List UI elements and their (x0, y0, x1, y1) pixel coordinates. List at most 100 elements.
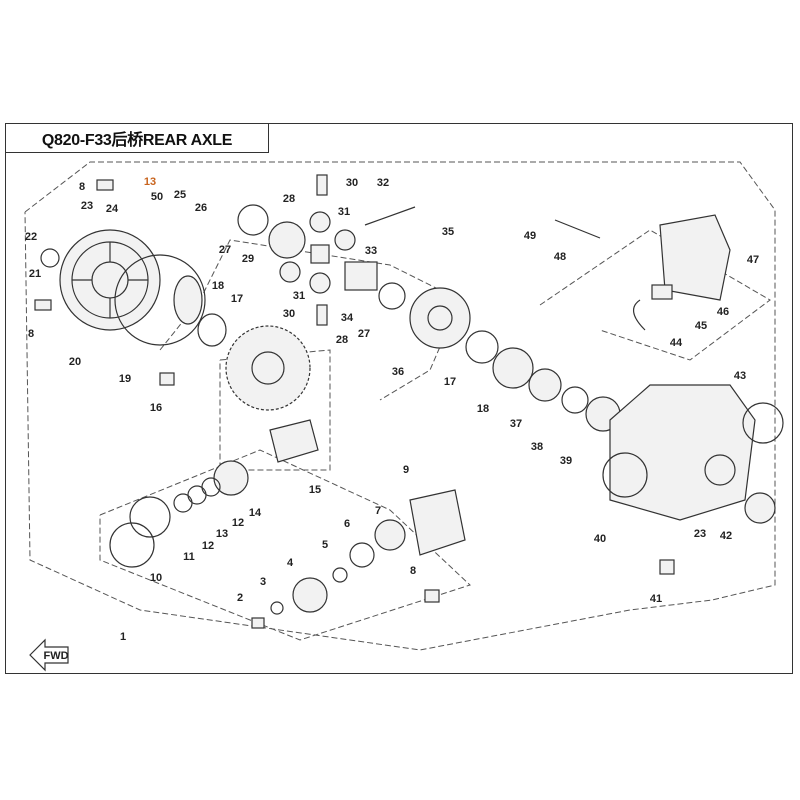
callout-number: 42 (720, 530, 732, 542)
callout-number: 26 (195, 202, 207, 214)
callout-number: 12 (202, 540, 214, 552)
pin-part (316, 304, 328, 326)
fwd-label: FWD (43, 650, 68, 662)
callout-number: 30 (346, 177, 358, 189)
callout-number: 6 (344, 518, 350, 530)
o-ring-part (114, 254, 206, 346)
callout-number: 17 (444, 376, 456, 388)
washer-part (270, 601, 284, 615)
bearing-part (528, 368, 562, 402)
pinion-gear-part (309, 272, 331, 294)
pinion-gear-part (309, 211, 331, 233)
drain-bolt-part (659, 559, 675, 575)
callout-number: 8 (28, 328, 34, 340)
callout-number: 23 (694, 528, 706, 540)
callout-number: 34 (341, 312, 354, 324)
oil-seal-part (744, 492, 776, 524)
callout-number: 46 (717, 306, 729, 318)
callout-number: 4 (287, 557, 294, 569)
callout-number: 8 (79, 181, 85, 193)
shift-fork-part (633, 299, 646, 331)
diagram-frame (5, 123, 793, 674)
cross-block-part (310, 244, 330, 264)
pinion-gear-part (279, 261, 301, 283)
circlip-part (561, 386, 589, 414)
callout-number: 18 (212, 280, 224, 292)
group-outline-main (24, 161, 776, 651)
shaft-part (364, 206, 416, 226)
ring-gear-part (225, 325, 311, 411)
callout-number: 40 (594, 533, 606, 545)
callout-number: 33 (365, 245, 377, 257)
callout-number: 29 (242, 253, 254, 265)
callout-number: 37 (510, 418, 522, 430)
side-gear-part (268, 221, 306, 259)
callout-number: 11 (183, 551, 195, 563)
thrust-washer-part (237, 204, 269, 236)
callout-number: 38 (531, 441, 543, 453)
pinion-gear-part (334, 229, 356, 251)
group-outline-pinion (99, 449, 471, 641)
callout-number: 13 (144, 176, 156, 188)
callout-number: 39 (560, 455, 572, 467)
shim-part (465, 330, 499, 364)
o-ring-part (742, 402, 784, 444)
callout-number: 28 (283, 193, 295, 205)
callout-number: 35 (442, 226, 454, 238)
nut-part (251, 617, 265, 629)
callout-number: 12 (232, 517, 244, 529)
callout-number: 13 (216, 528, 228, 540)
bearing-part (374, 519, 406, 551)
bolt-part (96, 179, 114, 191)
callout-number: 7 (375, 505, 381, 517)
callout-number: 27 (358, 328, 370, 340)
bearing-part (173, 275, 203, 325)
fwd-arrow-icon: FWD (29, 638, 69, 672)
shim-part (197, 313, 227, 347)
callout-number: 1 (120, 631, 126, 643)
rear-cover-part (59, 229, 161, 331)
bearing-part (492, 347, 534, 389)
thrust-washer-part (378, 282, 406, 310)
callout-number: 9 (403, 464, 409, 476)
callout-number: 19 (119, 373, 131, 385)
o-ring-part (109, 522, 155, 568)
callout-number: 2 (237, 592, 243, 604)
callout-number: 14 (249, 507, 262, 519)
callout-number: 21 (29, 268, 41, 280)
callout-number: 10 (150, 572, 162, 584)
group-outline-actuator (539, 229, 771, 361)
oil-seal-part (40, 248, 60, 268)
callout-number: 8 (410, 565, 416, 577)
callout-number: 44 (670, 337, 683, 349)
callout-number: 24 (106, 203, 119, 215)
callout-number: 50 (151, 191, 163, 203)
actuator-part (659, 214, 731, 301)
actuator-gear-part (651, 284, 673, 300)
callout-number: 20 (69, 356, 81, 368)
pinion-gear-part (269, 419, 319, 463)
callout-number: 43 (734, 370, 746, 382)
shift-rod-part (554, 219, 601, 239)
callout-number: 18 (477, 403, 489, 415)
callout-number: 5 (322, 539, 328, 551)
diagram-title: Q820-F33后桥REAR AXLE (5, 123, 269, 153)
callout-number: 45 (695, 320, 707, 332)
callout-number: 36 (392, 366, 404, 378)
callout-number: 48 (554, 251, 566, 263)
bolt-part (34, 299, 52, 311)
callout-number: 22 (25, 231, 37, 243)
callout-number: 27 (219, 244, 231, 256)
gasket-part (129, 496, 171, 538)
pin-part (316, 174, 328, 196)
bolt-part (159, 372, 175, 386)
pinion-housing-part (409, 489, 466, 556)
callout-number: 30 (283, 308, 295, 320)
callout-number: 47 (747, 254, 759, 266)
callout-number: 31 (293, 290, 305, 302)
o-ring-part (332, 567, 348, 583)
callout-number: 25 (174, 189, 186, 201)
callout-number: 23 (81, 200, 93, 212)
callout-number: 49 (524, 230, 536, 242)
